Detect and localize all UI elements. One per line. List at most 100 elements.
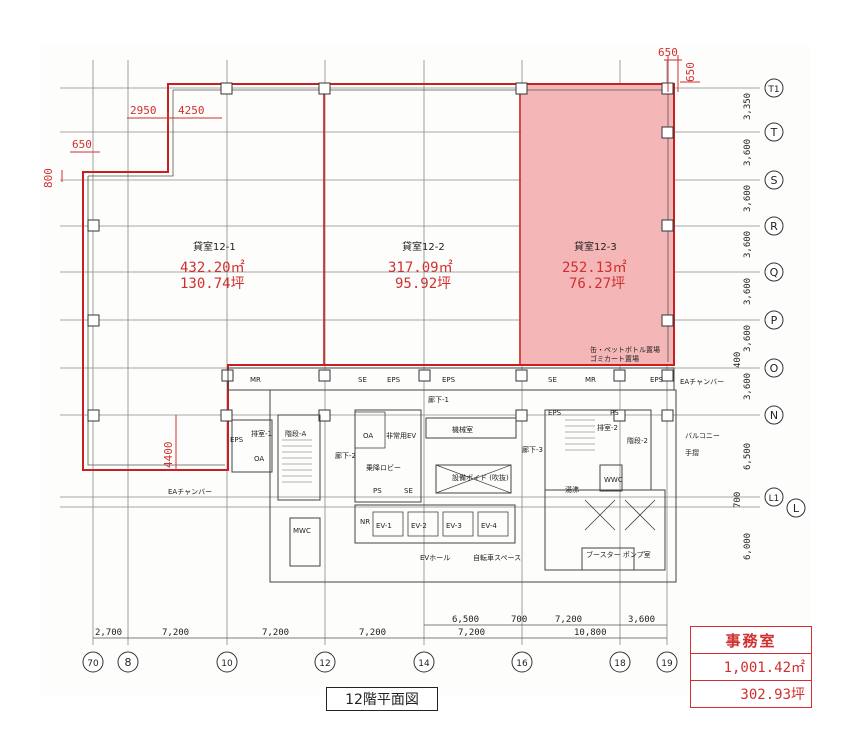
summary-box: 事務室 1,001.42㎡ 302.93坪: [690, 626, 812, 708]
row-axis-label-L: L: [793, 502, 800, 515]
col-dim-6: 10,800: [574, 628, 607, 638]
col-axis-8: 8: [117, 651, 139, 673]
stair-hatching: [282, 419, 595, 483]
col-axis-label-16: 16: [516, 659, 528, 669]
row-dim-3: 3,600: [743, 185, 753, 212]
row-axis-label-R: R: [770, 220, 778, 233]
elevator-shafts: [354, 411, 656, 537]
ps-label-2: PS: [610, 409, 619, 417]
row-axis-label-P: P: [771, 314, 778, 327]
col-axis-18: 18: [609, 651, 631, 673]
row-dim-5: 3,600: [743, 278, 753, 305]
col-axis-14: 14: [413, 651, 435, 673]
row-axis-label-S: S: [771, 174, 778, 187]
mwc-label: MWC: [293, 527, 311, 535]
col-axis-label-70: 70: [87, 659, 99, 669]
col-dim-2: 7,200: [162, 628, 189, 638]
dim-800: 800: [42, 168, 55, 188]
unit-12-3-highlight: [521, 85, 674, 365]
col-axis-label-12: 12: [319, 659, 330, 669]
ev1-label: EV-1: [376, 522, 392, 530]
plan-title: 12階平面図: [326, 687, 438, 711]
dim-4400: 4400: [162, 442, 175, 469]
trash-note-2: ゴミカート置場: [590, 354, 639, 363]
col-dim-upper-3: 7,200: [555, 615, 582, 625]
col-axis-19: 19: [656, 651, 678, 673]
row-dim-7: 400: [733, 352, 743, 368]
summary-label: 事務室: [691, 627, 811, 654]
unit-12-1-area-tsubo: 130.74坪: [180, 276, 245, 292]
lobby-label: 乗降ロビー: [366, 463, 401, 472]
row-axis-label-N: N: [770, 409, 778, 422]
stair-2-label: 階段-2: [627, 436, 648, 445]
corridor-3-label: 廊下-3: [522, 445, 543, 454]
row-dim-1: 3,350: [743, 93, 753, 120]
col-axis-label-19: 19: [661, 659, 673, 669]
row-dim-9: 6,500: [743, 443, 753, 470]
summary-area-m2: 1,001.42㎡: [691, 654, 811, 681]
col-axis-10: 10: [216, 651, 238, 673]
row-dimensions: 3,350 3,600 3,600 3,600 3,600 3,600 400 …: [733, 93, 753, 560]
row-axis-R: R: [764, 216, 784, 236]
row-axis-N: N: [764, 405, 784, 425]
col-axis-label-10: 10: [221, 659, 233, 669]
oa-label-1: OA: [363, 432, 373, 440]
unit-12-1-area-m2: 432.20㎡: [180, 260, 245, 276]
eps-label-5: EPS: [548, 409, 562, 417]
row-axis-O: O: [764, 358, 784, 378]
summary-area-tsubo: 302.93坪: [740, 687, 805, 703]
ev-hall-label: EVホール: [420, 554, 450, 562]
unit-12-1-name: 貸室12-1: [193, 240, 236, 253]
row-axis-label-T: T: [770, 126, 778, 139]
col-dim-upper-4: 3,600: [628, 615, 655, 625]
column-dimensions-bottom: 2,700 7,200 7,200 7,200 7,200 10,800: [95, 628, 607, 638]
eps-label-4: EPS: [230, 436, 244, 444]
oa-label-2: OA: [254, 455, 264, 463]
red-dimension-lines: [61, 55, 700, 470]
bike-space-label: 自転車スペース: [473, 553, 521, 562]
nr-label: NR: [360, 518, 370, 526]
ev4-label: EV-4: [481, 522, 497, 530]
ev-void-label: 設備ボイド (吹抜): [452, 473, 509, 482]
eps-label-1: EPS: [387, 376, 401, 384]
wwc-label: WWC: [604, 476, 623, 484]
mr-label-1: MR: [250, 376, 261, 384]
col-dim-4: 7,200: [359, 628, 386, 638]
ev2-label: EV-2: [411, 522, 427, 530]
row-axis-L: L: [786, 498, 806, 518]
unit-12-2-area-m2: 317.09㎡: [388, 260, 453, 276]
stair-a-label: 階段-A: [285, 429, 307, 438]
dim-650-left: 650: [72, 138, 92, 151]
column-dim-lines: [93, 624, 667, 639]
col-axis-70: 70: [82, 651, 104, 673]
column-axis-markers: 70 8 10 12 14 16 18 19: [82, 651, 678, 673]
row-dim-2: 3,600: [743, 139, 753, 166]
column-posts: [87, 82, 674, 422]
unit-12-3-area-m2: 252.13㎡: [562, 260, 627, 276]
smoke-room-1-label: 排室-1: [251, 429, 272, 438]
unit-12-3-area-tsubo: 76.27坪: [569, 276, 625, 292]
core-walls: [227, 367, 677, 583]
unit-12-3-name: 貸室12-3: [574, 240, 617, 253]
unit-12-2-name: 貸室12-2: [402, 240, 445, 253]
ev3-label: EV-3: [446, 522, 462, 530]
dim-650-top: 650: [658, 46, 678, 59]
kettle-label: 湯沸: [565, 485, 579, 494]
office-outline: [82, 83, 675, 471]
row-axis-markers: T1 T S R Q P O N L1 L: [764, 78, 806, 518]
ps-label-1: PS: [373, 487, 382, 495]
row-dim-11: 6,000: [743, 533, 753, 560]
balcony-label: バルコニー: [685, 432, 720, 440]
emergency-ev-label: 非常用EV: [386, 431, 416, 440]
column-dimensions-upper: 6,500 700 7,200 3,600: [452, 615, 655, 625]
row-axis-T: T: [764, 122, 784, 142]
row-axis-S: S: [764, 170, 784, 190]
row-dim-6: 3,600: [743, 325, 753, 352]
row-axis-label-Q: Q: [770, 266, 779, 279]
col-axis-16: 16: [511, 651, 533, 673]
col-dim-upper-2: 700: [511, 615, 527, 625]
se-label-1: SE: [358, 376, 367, 384]
dim-2950: 2950: [130, 104, 157, 117]
col-axis-label-18: 18: [614, 659, 626, 669]
